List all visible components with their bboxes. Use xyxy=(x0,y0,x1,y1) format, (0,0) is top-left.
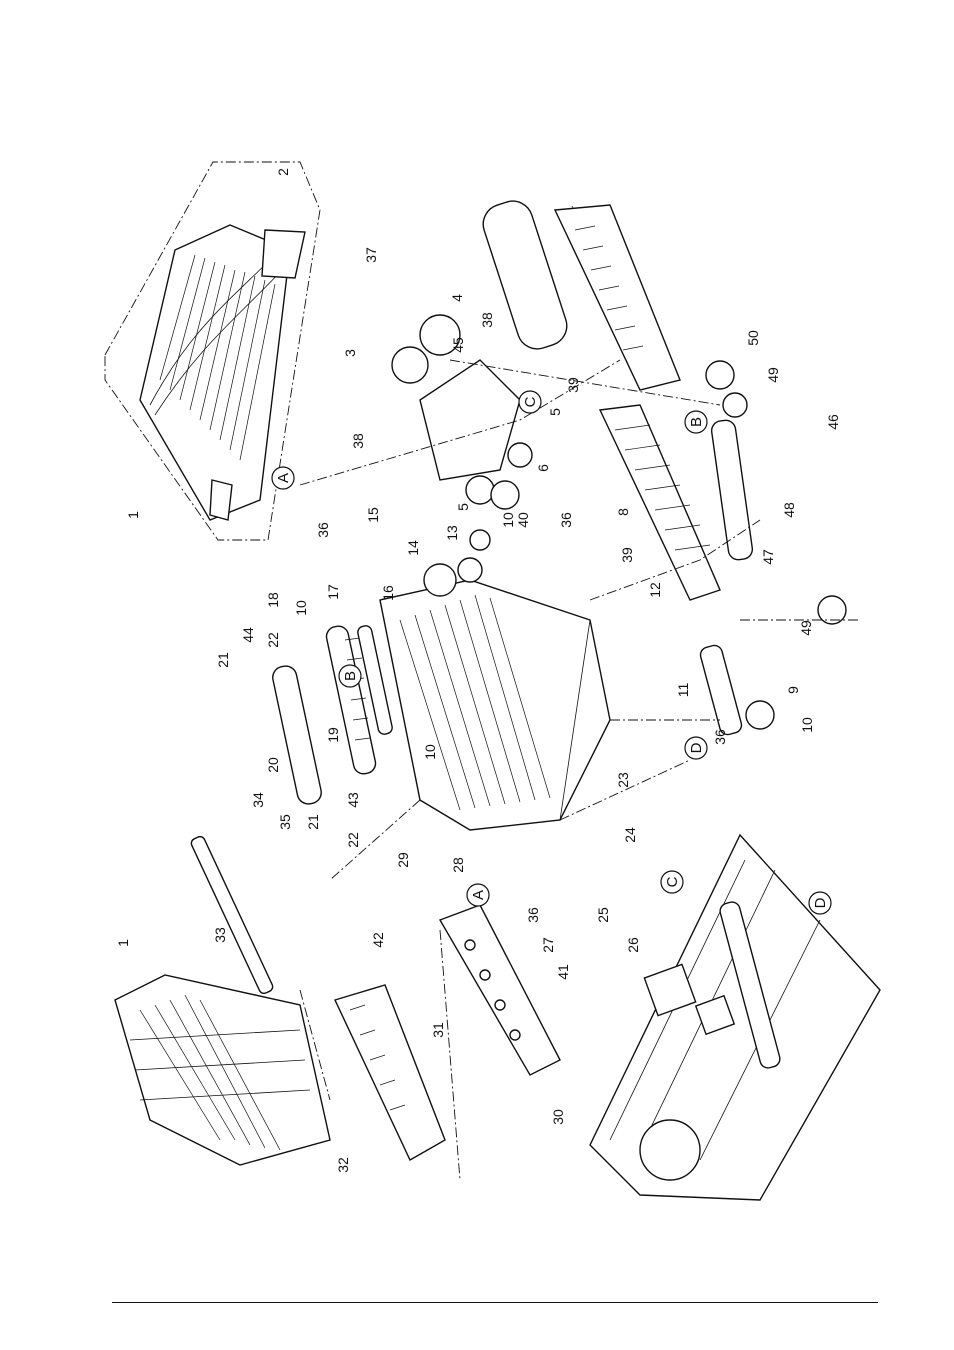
callout-c-2: C xyxy=(661,871,683,893)
svg-text:C: C xyxy=(522,396,539,407)
part-label: 36 xyxy=(558,512,574,528)
callout-a-1: A xyxy=(272,467,294,489)
part-label: 17 xyxy=(325,584,341,600)
part-label: 8 xyxy=(615,508,631,516)
part-label: 38 xyxy=(479,312,495,328)
part-label: 23 xyxy=(615,772,631,788)
part-label: 49 xyxy=(765,367,781,383)
svg-text:B: B xyxy=(688,417,705,427)
part-label: 10 xyxy=(500,512,516,528)
part-label: 21 xyxy=(215,652,231,668)
part-label: 36 xyxy=(712,729,728,745)
part-label: 16 xyxy=(380,585,396,601)
callout-b-1: B xyxy=(685,411,707,433)
part-label: 49 xyxy=(798,620,814,636)
part-label: 43 xyxy=(345,792,361,808)
part-label: 41 xyxy=(555,964,571,980)
footer-rule xyxy=(112,1302,878,1303)
part-label: 15 xyxy=(365,507,381,523)
part-label: 30 xyxy=(550,1109,566,1125)
part-label: 10 xyxy=(422,744,438,760)
part-label: 26 xyxy=(625,937,641,953)
main-frame xyxy=(380,530,774,830)
rollers xyxy=(271,624,394,806)
part-label: 27 xyxy=(540,937,556,953)
svg-text:B: B xyxy=(342,671,359,681)
part-label: 42 xyxy=(370,932,386,948)
part-label: 10 xyxy=(293,600,309,616)
part-label: 9 xyxy=(785,686,801,694)
part-label: 35 xyxy=(277,814,293,830)
part-label: 37 xyxy=(363,247,379,263)
part-label: 19 xyxy=(325,727,341,743)
part-label: 11 xyxy=(675,683,691,698)
callout-a-2: A xyxy=(467,884,489,906)
callout-d-2: D xyxy=(809,892,831,914)
part-label: 44 xyxy=(240,627,256,643)
part-label: 1 xyxy=(125,511,141,519)
part-label: 48 xyxy=(781,502,797,518)
part-label: 14 xyxy=(405,540,421,556)
part-label: 40 xyxy=(515,512,531,528)
part-label: 46 xyxy=(825,414,841,430)
part-label: 36 xyxy=(525,907,541,923)
svg-text:A: A xyxy=(275,473,292,483)
svg-text:C: C xyxy=(664,876,681,887)
base-frame xyxy=(590,835,880,1200)
part-label: 24 xyxy=(622,827,638,843)
svg-text:A: A xyxy=(470,890,487,900)
part-label: 18 xyxy=(265,592,281,608)
part-label: 34 xyxy=(250,792,266,808)
part-label: 22 xyxy=(345,832,361,848)
callout-b-2: B xyxy=(339,665,361,687)
part-label: 47 xyxy=(760,549,776,565)
part-label: 10 xyxy=(799,717,815,733)
part-label: 2 xyxy=(275,168,291,176)
part-label: 1 xyxy=(115,939,131,947)
part-label: 31 xyxy=(430,1022,446,1038)
part-label: 38 xyxy=(350,433,366,449)
callout-d-1: D xyxy=(685,737,707,759)
part-label: 45 xyxy=(450,337,466,353)
part-label: 13 xyxy=(444,525,460,541)
part-label: 3 xyxy=(342,349,358,357)
part-label: 39 xyxy=(619,547,635,563)
part-label: 6 xyxy=(535,464,551,472)
part-label: 20 xyxy=(265,757,281,773)
svg-text:D: D xyxy=(812,897,829,908)
part-label: 5 xyxy=(547,408,563,416)
part-label: 28 xyxy=(450,857,466,873)
part-label: 22 xyxy=(265,632,281,648)
callout-c-1: C xyxy=(519,391,541,413)
lower-left-cover xyxy=(115,975,330,1165)
part-label: 29 xyxy=(395,852,411,868)
part-label: 25 xyxy=(595,907,611,923)
part-label: 50 xyxy=(745,330,761,346)
part-label: 39 xyxy=(565,377,581,393)
part-label: 33 xyxy=(212,927,228,943)
part-label: 32 xyxy=(335,1157,351,1173)
svg-text:D: D xyxy=(688,742,705,753)
part-label: 12 xyxy=(647,582,663,598)
part-label: 5 xyxy=(455,503,471,511)
part-label: 21 xyxy=(305,814,321,830)
part-label: 36 xyxy=(315,522,331,538)
part-label: 4 xyxy=(449,294,465,302)
